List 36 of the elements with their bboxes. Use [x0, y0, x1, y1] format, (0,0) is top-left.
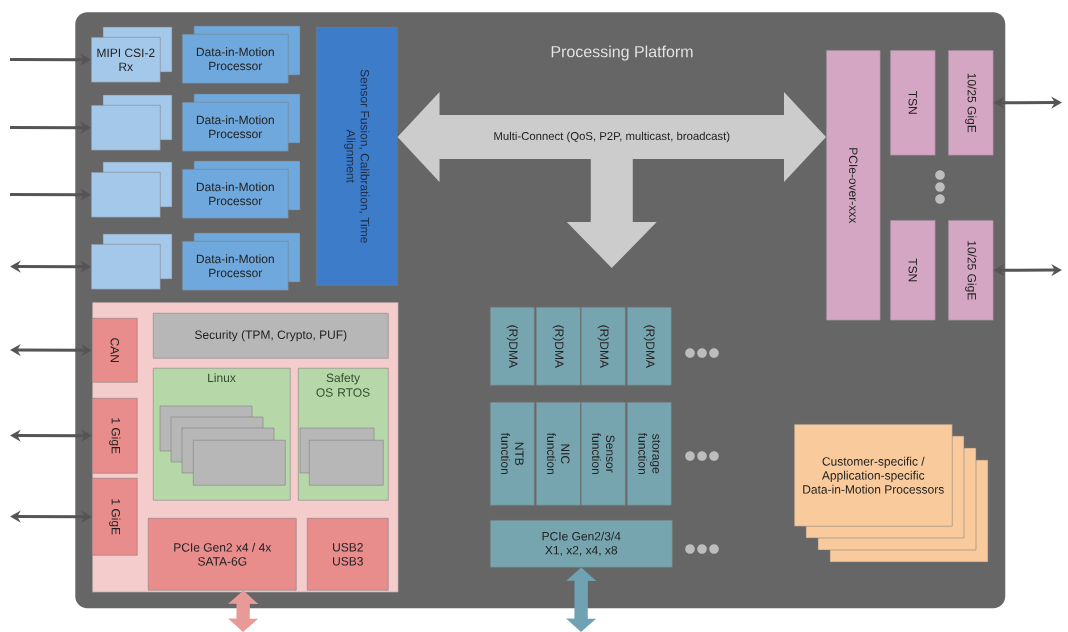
dma-box: (R)DMA	[490, 307, 535, 386]
processor-box: Data-in-Motion Processor	[182, 93, 301, 152]
processor-box: Data-in-Motion Processor	[182, 160, 301, 219]
function-box: storage function	[627, 402, 672, 506]
dma-box: (R)DMA	[536, 307, 581, 386]
dma-box: (R)DMA	[627, 307, 672, 386]
fusion-box: Sensor Fusion, Calibration, Time Alignment	[316, 27, 398, 286]
interface-box	[91, 161, 173, 218]
arrow	[10, 260, 91, 273]
edge-label: Multi-Connect (QoS, P2P, multicast, broadcast)	[492, 130, 732, 144]
interface-box	[91, 233, 173, 290]
security-box: Security (TPM, Crypto, PUF)	[153, 313, 389, 359]
interface-box: PCIe Gen2 x4 / 4x SATA-6G	[148, 518, 297, 591]
interface-box: MIPI CSI-2 Rx	[91, 26, 173, 83]
pcie-box: PCIe-over-xxx	[826, 50, 881, 321]
interface-box: USB2 USB3	[307, 518, 389, 591]
processor-box: Customer-specific / Application-specific Data-in-Motion Processors	[794, 424, 989, 563]
function-box: Sensor function	[581, 402, 626, 506]
arrow	[10, 429, 92, 442]
port-box: 10/25 GigE	[948, 220, 994, 321]
function-box: NTB function	[490, 402, 535, 506]
port-box: TSN	[890, 220, 936, 321]
pcie-box: PCIe Gen2/3/4 X1, x2, x4, x8	[490, 520, 673, 568]
port-box: CAN	[92, 318, 138, 383]
processor-box: Data-in-Motion Processor	[182, 25, 301, 84]
interface-box	[91, 94, 173, 151]
port-box: 1 GigE	[92, 478, 138, 556]
core-box	[159, 405, 286, 486]
dma-box: (R)DMA	[581, 307, 626, 386]
core-box	[299, 427, 384, 486]
function-box: NIC function	[536, 402, 581, 506]
port-box: 10/25 GigE	[948, 50, 994, 156]
port-box: TSN	[890, 50, 936, 156]
processor-box: Data-in-Motion Processor	[182, 232, 301, 291]
port-box: 1 GigE	[92, 398, 138, 474]
arrow	[10, 510, 92, 523]
